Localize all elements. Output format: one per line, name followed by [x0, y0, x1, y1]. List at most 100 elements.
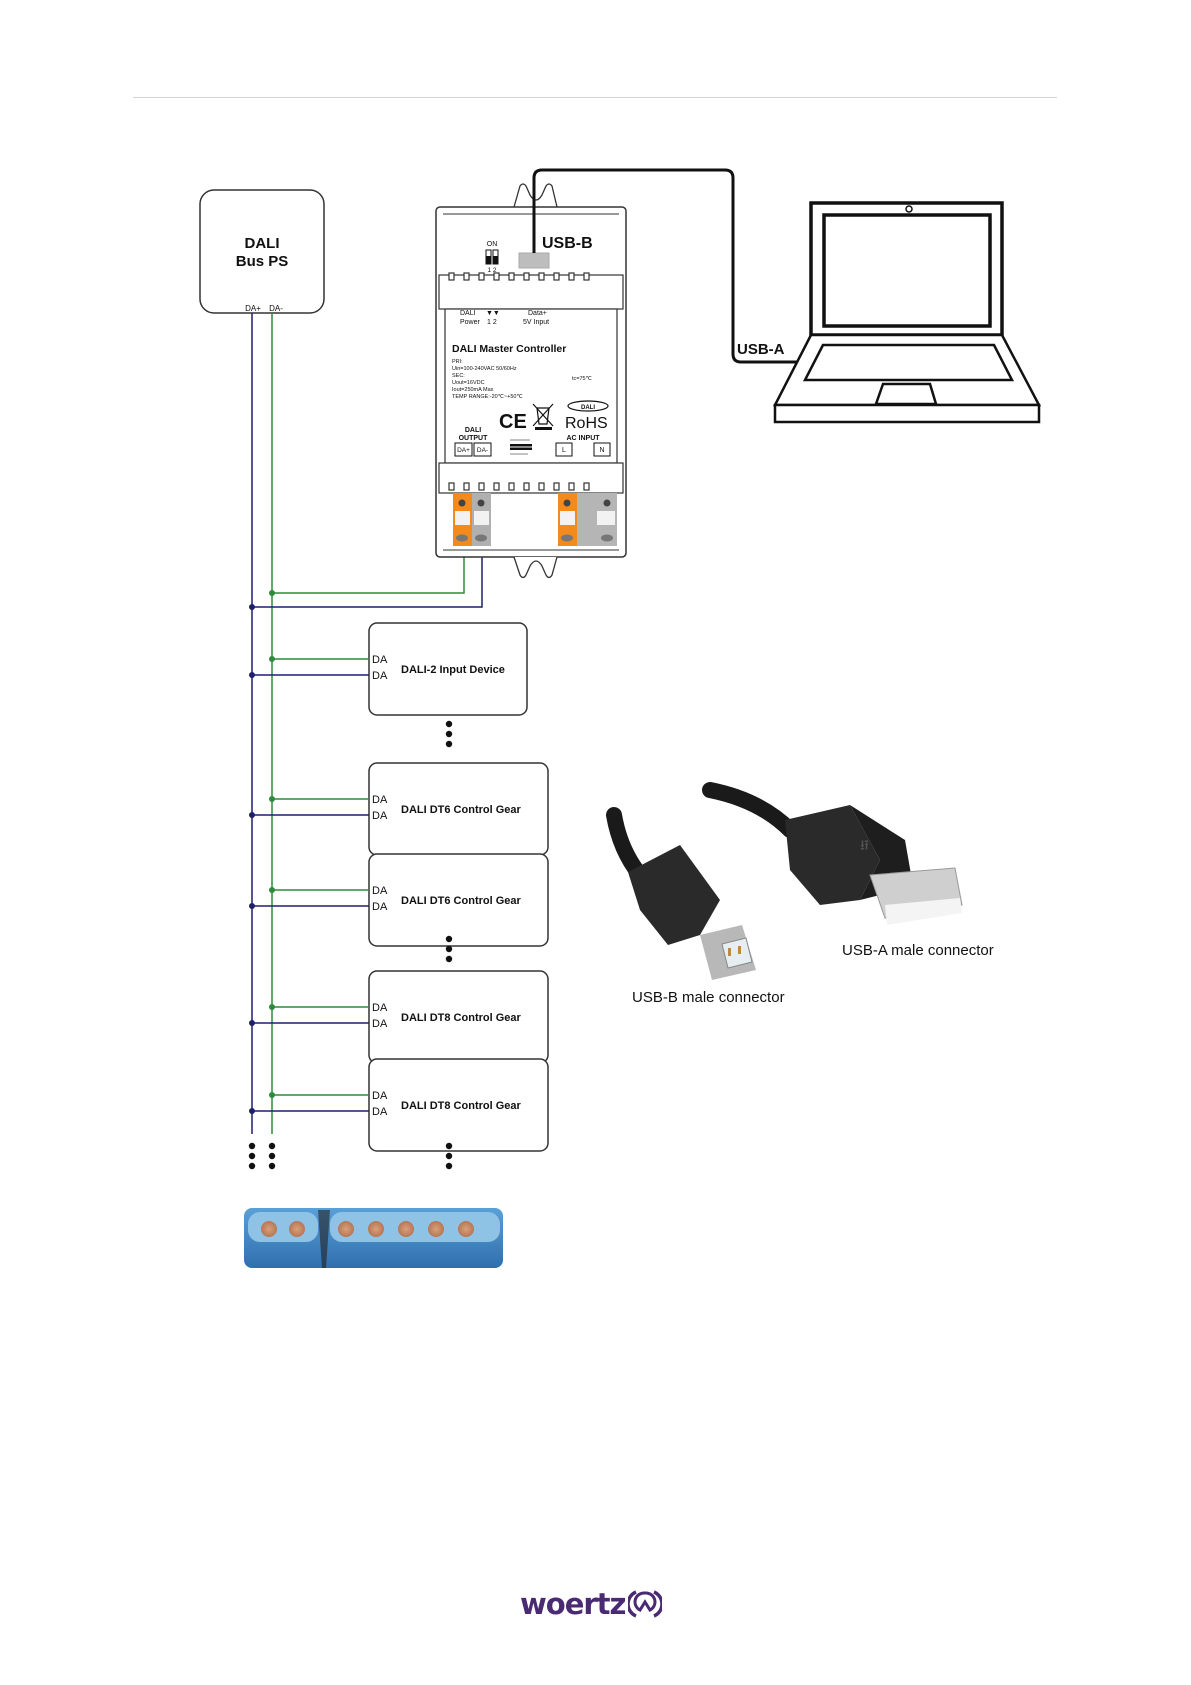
usb-b-caption: USB-B male connector — [632, 989, 785, 1006]
junction-dot — [269, 1004, 275, 1010]
device-pin-2: DA — [372, 810, 388, 822]
junction-dot — [269, 656, 275, 662]
device-pin-1: DA — [372, 885, 388, 897]
ac-terminal-l: L — [562, 447, 566, 454]
terminal-dali-minus[interactable] — [472, 493, 491, 546]
terminal-ac-l[interactable] — [558, 493, 577, 546]
output-terminal-minus: DA- — [477, 447, 488, 454]
led-numbers: 1 2 — [487, 319, 497, 326]
usb-a-caption: USB-A male connector — [842, 942, 994, 959]
device-pin-2: DA — [372, 901, 388, 913]
ac-input-label: AC INPUT — [566, 435, 600, 442]
usb-b-label: USB-B — [542, 235, 593, 252]
vent-teeth — [448, 482, 590, 491]
usb-cable — [532, 168, 803, 364]
power-label-1: DALI — [460, 310, 476, 317]
laptop-icon — [772, 201, 1042, 424]
spec-temp: TEMP RANGE:-20℃~+50℃ — [452, 394, 523, 400]
wire-strip-icon — [510, 439, 536, 455]
junction-dot — [269, 590, 275, 596]
junction-dot — [249, 812, 255, 818]
bus-wires — [249, 313, 483, 1134]
device-pin-2: DA — [372, 1018, 388, 1030]
ce-mark: CE — [499, 411, 527, 433]
device-label: DALI DT8 Control Gear — [401, 1100, 522, 1112]
dali-master-controller: ON 1 2 USB-B DALI Power ▼▼ 1 2 Data+ 5V … — [435, 183, 627, 579]
device-pin-1: DA — [372, 794, 388, 806]
junction-dot — [269, 887, 275, 893]
ac-terminal-n: N — [599, 447, 604, 454]
device-5: DA DA DALI DT8 Control Gear — [249, 1058, 549, 1152]
dali-logo-badge: DALI — [567, 400, 609, 412]
output-terminal-plus: DA+ — [457, 447, 470, 454]
controller-name: DALI Master Controller — [452, 343, 566, 355]
terminal-dali-plus[interactable] — [453, 493, 472, 546]
woertz-logo: woertz — [520, 1584, 670, 1624]
vent-teeth — [448, 272, 590, 281]
usb-a-plug: ⭿ — [850, 805, 963, 925]
device-pin-1: DA — [372, 1090, 388, 1102]
controller-wire-minus — [252, 546, 483, 608]
dali-bus-power-supply: DALI Bus PS DA+ DA- — [199, 189, 325, 314]
device-pin-2: DA — [372, 1106, 388, 1118]
junction-dot — [249, 903, 255, 909]
dip-switch-numbers: 1 2 — [487, 267, 496, 274]
device-2: DA DA DALI DT6 Control Gear — [249, 762, 549, 856]
dip-switch-label: ON — [487, 241, 498, 248]
rohs-mark: RoHS — [565, 415, 608, 432]
device-label: DALI DT8 Control Gear — [401, 1012, 522, 1024]
ps-terminal-plus: DA+ — [245, 304, 261, 313]
junction-dot — [249, 672, 255, 678]
power-supply-title-1: DALI — [245, 235, 280, 252]
usb-b-port[interactable] — [518, 252, 550, 269]
junction-dot — [269, 1092, 275, 1098]
power-supply-box — [199, 189, 325, 314]
usb-connectors-photo: ⭿ — [606, 782, 963, 980]
terminal-ac-n[interactable] — [577, 493, 617, 546]
device-box — [368, 1058, 549, 1152]
spec-sec: SEC: — [452, 373, 465, 379]
header-divider — [133, 97, 1057, 98]
device-4: DA DA DALI DT8 Control Gear — [249, 970, 549, 1064]
usb-b-plug — [700, 925, 756, 980]
device-label: DALI DT6 Control Gear — [401, 804, 522, 816]
device-label: DALI DT6 Control Gear — [401, 895, 522, 907]
controller-front-plate — [444, 308, 618, 464]
device-pin-2: DA — [372, 670, 388, 682]
controller-wire-plus — [272, 546, 465, 594]
svg-text:DALI: DALI — [581, 405, 595, 411]
device-box — [368, 622, 528, 716]
weee-bin-icon — [532, 403, 554, 430]
device-label: DALI-2 Input Device — [401, 664, 505, 676]
spec-tc: tc=75℃ — [572, 376, 593, 382]
spec-uin: Uin=100-240VAC 50/60Hz — [452, 366, 517, 372]
data-label-1: Data+ — [528, 310, 547, 317]
bus-continuation-dots — [248, 1142, 276, 1170]
spec-iout: Iout=250mA Max — [452, 387, 494, 393]
output-label-1: DALI — [465, 427, 481, 434]
led-indicators: ▼▼ — [486, 310, 500, 317]
data-label-2: 5V Input — [523, 319, 549, 326]
power-supply-title-2: Bus PS — [236, 253, 289, 270]
output-label-2: OUTPUT — [459, 435, 489, 442]
device-pin-1: DA — [372, 1002, 388, 1014]
junction-dot — [249, 1020, 255, 1026]
device-3: DA DA DALI DT6 Control Gear — [249, 853, 549, 947]
usb-a-label: USB-A — [737, 341, 785, 358]
junction-dot — [249, 1108, 255, 1114]
svg-text:⭿: ⭿ — [860, 838, 869, 854]
woertz-logo-mark-icon — [628, 1590, 663, 1618]
junction-dot — [269, 796, 275, 802]
junction-dot — [249, 604, 255, 610]
device-ellipsis — [445, 720, 453, 1170]
flat-cable-photo — [244, 1208, 503, 1268]
spec-uout: Uout=16VDC — [452, 380, 485, 386]
spec-pri: PRI: — [452, 359, 463, 365]
power-label-2: Power — [460, 319, 481, 326]
din-clip-bottom — [513, 556, 558, 579]
brand-name: woertz — [520, 1587, 626, 1621]
din-clip-top — [513, 183, 558, 208]
